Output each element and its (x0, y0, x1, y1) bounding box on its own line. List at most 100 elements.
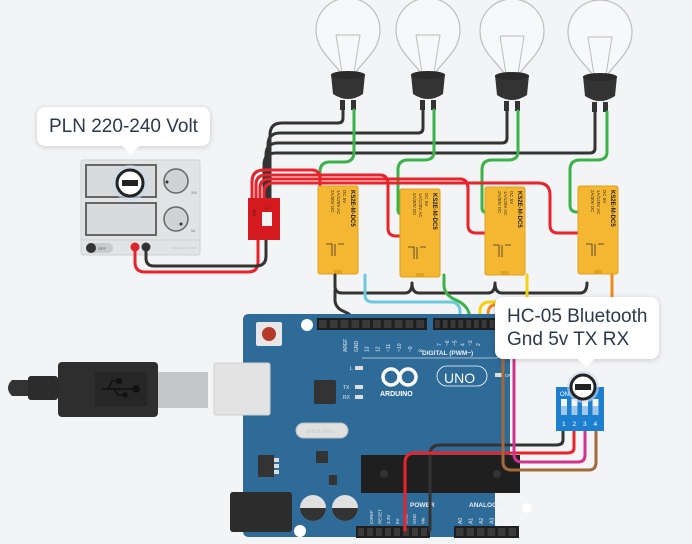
header-pin[interactable] (477, 528, 485, 536)
light-bulb-1[interactable] (315, 0, 381, 110)
header-pin[interactable] (416, 320, 424, 328)
slide-switch[interactable]: ON 1 (248, 198, 280, 240)
negative-terminal[interactable] (141, 242, 151, 252)
digital-pin-label: 8 (419, 349, 425, 352)
header-pin[interactable] (450, 320, 456, 328)
arduino-logo (381, 367, 418, 387)
header-pin[interactable] (458, 320, 464, 328)
header-pin[interactable] (385, 528, 391, 536)
digital-pin-label: 12 (375, 346, 381, 352)
header-pin[interactable] (456, 528, 464, 536)
header-pin[interactable] (358, 528, 364, 536)
power-header[interactable] (356, 526, 430, 538)
header-pin[interactable] (487, 528, 496, 536)
header-pin[interactable] (403, 528, 409, 536)
header-pin[interactable] (394, 528, 400, 536)
header-pin[interactable] (489, 320, 495, 328)
header-pin[interactable] (362, 320, 370, 328)
light-bulb-3[interactable] (479, 0, 545, 111)
header-pin[interactable] (508, 528, 517, 536)
knob2-max-label: 5A (191, 229, 196, 233)
off-label: OFF (98, 246, 107, 251)
relay-spec: 2A/30V DC (412, 193, 417, 216)
voltage-knob[interactable] (163, 168, 189, 194)
power-pin-label: GND (412, 513, 417, 524)
light-bulb-2[interactable] (395, 0, 461, 110)
relay-spec: 2A/30V DC (497, 191, 502, 214)
digital-pin-label: 2 (476, 343, 482, 346)
header-pin[interactable] (405, 320, 414, 328)
digital-pin-label: 13 (365, 346, 371, 352)
header-pin[interactable] (383, 320, 392, 328)
header-pin[interactable] (412, 528, 418, 536)
relay-model: KS2E-M-DC5 (516, 191, 522, 228)
current-knob[interactable] (163, 206, 189, 232)
wire-green-relay-2[interactable] (396, 108, 436, 217)
wire-brown-bt-rx[interactable] (501, 328, 598, 472)
analog-pin-label: A2 (479, 518, 485, 524)
header-pin[interactable] (340, 320, 349, 328)
knob1-max-label: 30V (191, 191, 198, 195)
header-pin[interactable] (351, 320, 360, 328)
header-pin[interactable] (435, 320, 440, 328)
relay-spec: 1A/125V AC (596, 190, 601, 215)
wire-black-bt-gnd[interactable] (428, 428, 565, 532)
wire-green-relay-3[interactable] (480, 109, 520, 215)
header-pin[interactable] (376, 528, 382, 536)
dip-toggle-3[interactable] (582, 399, 588, 415)
bulb-group (315, 0, 633, 112)
selection-marker-power[interactable] (112, 165, 148, 201)
header-pin[interactable] (498, 528, 506, 536)
header-pin[interactable] (466, 528, 475, 536)
header-pin[interactable] (394, 320, 403, 328)
digital-header-right[interactable] (433, 318, 497, 330)
header-pin[interactable] (421, 528, 427, 536)
header-pin[interactable] (481, 320, 487, 328)
wire-black-ps[interactable] (144, 238, 268, 268)
header-pin[interactable] (442, 320, 448, 328)
wire-red-bus-3[interactable] (258, 177, 492, 235)
header-pin[interactable] (373, 320, 381, 328)
analog-label: ANALOG IN (469, 502, 506, 509)
wire-black-relay-gnd[interactable] (333, 273, 589, 295)
power-supply-tooltip: PLN 220-240 Volt (37, 107, 210, 146)
digital-pin-label: ~9 (408, 346, 414, 352)
digital-pin-label: GND (354, 341, 360, 353)
wire-magenta-bt-tx[interactable] (512, 328, 587, 464)
relay-spec: 1A/125V AC (503, 191, 508, 216)
dip-toggle-4[interactable] (592, 399, 599, 415)
light-bulb-4[interactable] (567, 0, 633, 112)
wire-red-bt-5v[interactable] (403, 428, 576, 532)
dip-toggle-2[interactable] (571, 399, 578, 415)
wire-black-bulb-2[interactable] (266, 108, 425, 212)
header-pin[interactable] (474, 320, 479, 328)
wire-cyan-d5[interactable] (363, 273, 462, 328)
usb-icon (102, 378, 140, 398)
on-led-label: ON (505, 373, 512, 378)
wire-green-relay-4[interactable] (568, 110, 609, 214)
power-label: POWER (410, 502, 435, 509)
relay-spec: DC 5V (509, 191, 514, 204)
wire-black-bulb-1[interactable] (268, 108, 345, 212)
bluetooth-note-line1: HC-05 Bluetooth (507, 306, 648, 327)
bluetooth-tooltip: HC-05 Bluetooth Gnd 5v TX RX (495, 297, 660, 359)
header-pin[interactable] (466, 320, 471, 328)
digital-pin-label: ~11 (386, 344, 392, 352)
positive-terminal[interactable] (130, 242, 140, 252)
wire-red-bus-4[interactable] (262, 181, 584, 235)
selection-marker-bluetooth[interactable] (567, 371, 599, 403)
dip-pin-label: 1 (562, 421, 566, 428)
header-pin[interactable] (329, 320, 338, 328)
header-pin[interactable] (319, 320, 327, 328)
wire-black-bulb-3[interactable] (264, 109, 509, 212)
header-pin[interactable] (367, 528, 373, 536)
power-pin-label: Vin (421, 517, 426, 524)
dip-toggle-1[interactable] (561, 399, 567, 415)
digital-pin-label: ~3 (468, 340, 474, 346)
